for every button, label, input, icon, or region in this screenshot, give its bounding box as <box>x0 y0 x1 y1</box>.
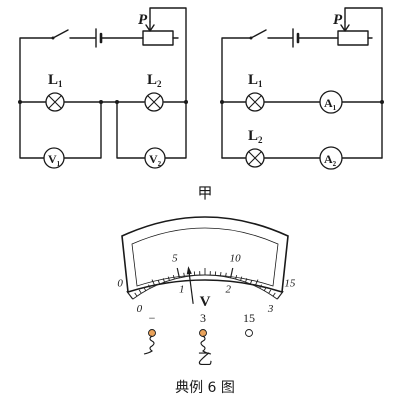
terminal-15-label: 15 <box>243 311 255 325</box>
right-rheostat-label: P <box>333 12 343 28</box>
dial-unit-label: V <box>200 294 211 310</box>
right-ammeter-a2 <box>319 146 343 170</box>
dial-tick <box>240 276 243 281</box>
dial-upper-labels: 0 5 10 15 <box>117 252 295 289</box>
dial-tick <box>134 292 138 297</box>
left-switch-blade <box>52 29 69 39</box>
right-slider-arrow <box>340 21 350 32</box>
left-lamp-l2 <box>144 92 164 112</box>
dial-scale-arc <box>132 274 278 300</box>
dial-tick <box>167 276 170 281</box>
right-lamp-l1 <box>245 92 265 112</box>
left-lamp-l1-label: L1 <box>48 72 63 89</box>
terminal-3-label: 3 <box>200 311 206 325</box>
right-ammeter-a1-label: A1 <box>324 96 337 112</box>
terminal-3[interactable] <box>199 329 212 355</box>
dial-tick <box>235 274 238 280</box>
dial-ticks <box>126 267 284 300</box>
left-lamp-l2-label: L2 <box>147 72 162 89</box>
right-circuit: P L1 A1 L2 A2 <box>220 7 384 170</box>
voltmeter-terminals: − 3 15 <box>143 311 255 355</box>
left-circuit: P L1 L2 V1 V2 <box>18 7 188 169</box>
dial-scale-label: 1 <box>179 284 185 296</box>
dial-tick <box>272 292 276 297</box>
right-top-wire <box>221 37 251 159</box>
left-top-wire <box>19 37 53 103</box>
dial-tick <box>138 289 142 294</box>
left-voltmeter-v1-label: V1 <box>48 152 61 168</box>
dial-tick <box>172 274 175 280</box>
right-rheostat-body <box>337 30 369 46</box>
right-lamp-l2 <box>245 148 265 168</box>
dial-scale-label: 0 <box>137 303 143 315</box>
dial-scale-label: 10 <box>230 252 242 264</box>
left-v1-branch <box>19 101 102 159</box>
dial-tick <box>254 279 259 287</box>
right-ammeter-a2-label: A2 <box>324 152 337 168</box>
dial-scale-label: 2 <box>226 284 232 296</box>
dial-tick <box>259 284 262 289</box>
dial-scale-label: 15 <box>284 277 296 289</box>
terminal-minus-label: − <box>149 311 156 325</box>
left-rheostat-label: P <box>138 12 148 28</box>
terminal-15[interactable] <box>245 329 253 337</box>
right-junction-b <box>380 100 384 104</box>
dial-lower-labels: 0 1 2 3 <box>137 284 274 315</box>
dial-tick <box>143 286 147 291</box>
dial-tick <box>151 279 156 287</box>
left-voltmeter-v1 <box>43 147 65 169</box>
left-slider-arrow <box>145 21 155 32</box>
dial-tick <box>126 290 134 300</box>
left-lamp-l1 <box>45 92 65 112</box>
dial-tick <box>245 278 248 283</box>
right-switch-blade <box>250 29 267 39</box>
dial-tick <box>176 267 180 278</box>
left-voltmeter-v2-label: V2 <box>149 152 162 168</box>
dial-frame <box>121 216 289 294</box>
dial-tick <box>249 280 253 285</box>
right-slider-wire <box>344 7 383 159</box>
right-lamp-l2-label: L2 <box>248 128 263 145</box>
left-voltmeter-v2 <box>144 147 166 169</box>
dial-tick <box>230 267 234 278</box>
right-junction-a <box>220 100 224 104</box>
dial-scale-label: 0 <box>117 277 123 289</box>
dial-tick <box>183 272 185 277</box>
dial-tick <box>225 272 227 277</box>
label-yi: 乙 <box>197 350 212 368</box>
label-jia: 甲 <box>197 184 212 202</box>
left-v2-branch <box>116 101 187 159</box>
dial-scale-label: 3 <box>267 303 274 315</box>
left-rheostat-body <box>142 30 174 46</box>
dial-needle-head <box>186 266 192 275</box>
right-ammeter-a1 <box>319 90 343 114</box>
voltmeter-dial: 0 5 10 15 0 1 2 3 V <box>117 216 296 315</box>
left-slider-wire <box>149 7 187 103</box>
dial-tick <box>162 278 165 283</box>
terminal-minus[interactable] <box>143 329 156 355</box>
figure-caption: 典例 6 图 <box>175 380 235 396</box>
dial-tick <box>148 284 151 289</box>
dial-tick <box>263 286 267 291</box>
right-lamp-l1-label: L1 <box>248 72 263 89</box>
dial-inner-frame <box>131 227 279 287</box>
dial-tick <box>268 289 272 294</box>
dial-tick <box>220 271 222 277</box>
dial-tick <box>276 290 284 300</box>
dial-tick <box>157 280 161 285</box>
dial-scale-label: 5 <box>172 252 178 264</box>
